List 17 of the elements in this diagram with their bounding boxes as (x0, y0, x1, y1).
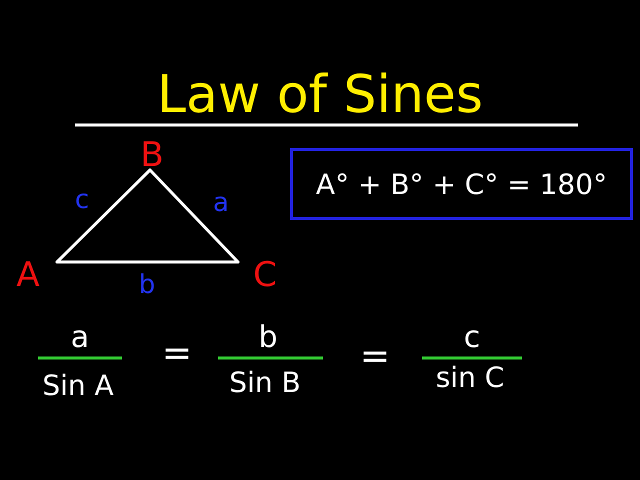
numerator: c (464, 323, 480, 353)
vertex-label: A (16, 258, 40, 292)
formula-box (290, 148, 633, 220)
denominator: Sin A (42, 372, 114, 400)
title: Law of Sines (156, 69, 484, 121)
vertex-label: C (253, 258, 277, 292)
numerator: a (70, 323, 90, 353)
vertex-label: B (140, 138, 164, 172)
equals-sign: = (360, 339, 390, 375)
side-label: b (138, 272, 156, 298)
numerator: b (258, 323, 278, 353)
side-label: c (74, 187, 90, 213)
angle-sum-formula: A° + B° + C° = 180° (316, 168, 608, 200)
equals-sign: = (162, 336, 192, 372)
denominator: sin C (436, 364, 504, 392)
side-label: a (213, 190, 229, 216)
denominator: Sin B (229, 369, 301, 397)
